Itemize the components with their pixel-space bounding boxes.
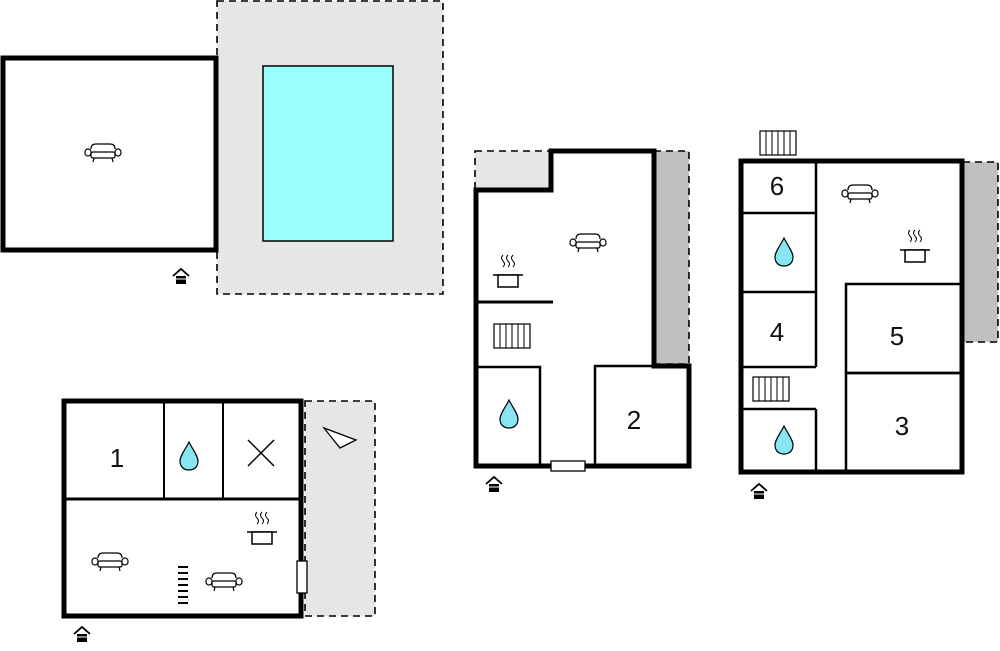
room-number-3: 3: [895, 411, 909, 441]
room-number-1: 1: [110, 443, 124, 473]
bathroom: [474, 365, 542, 468]
window-icon: [296, 560, 308, 594]
building-lounge-pool: [0, 0, 444, 295]
deck: [653, 150, 690, 365]
window-icon: [550, 460, 586, 472]
radiator-icon: [752, 376, 790, 402]
entrance-icon: [750, 483, 768, 500]
stairs-icon: [178, 566, 188, 604]
entrance-icon: [172, 268, 190, 285]
cross-icon: [247, 439, 275, 467]
terrace: [474, 150, 552, 191]
entrance-icon: [73, 626, 91, 643]
swimming-pool: [262, 65, 394, 242]
building-middle: 2: [473, 148, 692, 493]
outer-wall: [61, 398, 304, 619]
bedroom-2: [593, 364, 691, 468]
bedroom-3: [844, 371, 964, 474]
room-number-2: 2: [627, 405, 641, 435]
room-number-6: 6: [770, 171, 784, 201]
radiator-icon: [493, 323, 531, 349]
building-right: 6 4 5 3: [738, 130, 999, 500]
entrance-icon: [485, 476, 503, 493]
room-number-5: 5: [890, 321, 904, 351]
radiator-icon: [759, 130, 797, 156]
room-number-4: 4: [770, 317, 784, 347]
deck: [962, 161, 999, 343]
terrace: [304, 400, 376, 617]
building-left: 1: [61, 398, 376, 643]
triangle-icon: [322, 426, 358, 449]
